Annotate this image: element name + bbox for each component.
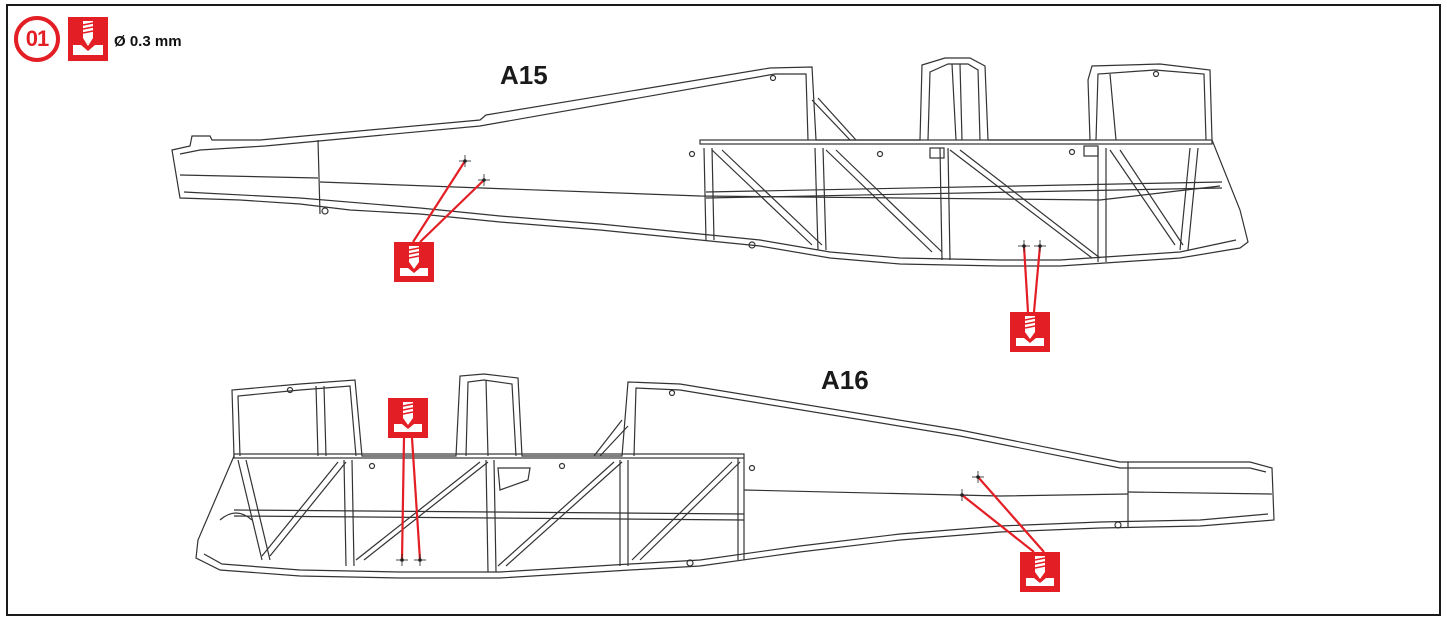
part-label-a15: A15: [500, 60, 548, 90]
part-a16-drawing: [195, 373, 1275, 579]
drill-diameter-label: Ø 0.3 mm: [114, 32, 182, 50]
drill-icon: [393, 241, 435, 283]
drill-icon: [1019, 551, 1061, 593]
a16-outline: [195, 373, 1275, 579]
diagram-frame: [6, 4, 1441, 616]
part-a15-drawing: [171, 57, 1249, 267]
drill-icon: [387, 397, 429, 439]
drill-icon: [1009, 311, 1051, 353]
step-header: 01 Ø 0.3 mm: [14, 8, 182, 70]
part-label-a16: A16: [821, 365, 869, 395]
drill-callouts: [400, 160, 1045, 561]
a15-outline: [171, 57, 1249, 267]
step-number-badge: 01: [14, 16, 60, 62]
drill-icon: [68, 17, 108, 61]
drill-holes: [395, 154, 1047, 567]
